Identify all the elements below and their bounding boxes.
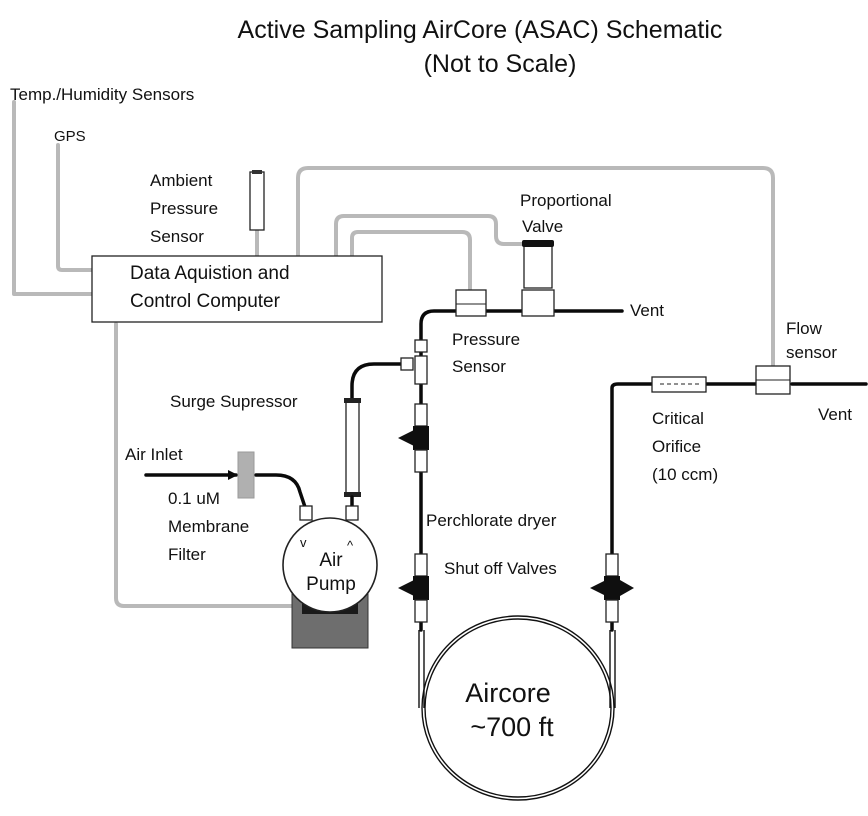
line-right-vertical (610, 382, 654, 632)
shutoff-valve-left (398, 553, 429, 623)
surge-bottom-cap (344, 492, 361, 497)
shutoff-label: Shut off Valves (444, 559, 557, 578)
perchlorate-label: Perchlorate dryer (426, 511, 557, 530)
prop-valve-body (523, 243, 553, 289)
ambient-label-line2: Pressure (150, 199, 218, 218)
data-computer: Data Aquistion and Control Computer (91, 255, 383, 323)
pressure-sensor (455, 289, 487, 317)
signal-wires (12, 100, 775, 608)
orifice-body (651, 376, 707, 393)
line-filter-pump (254, 473, 308, 512)
proportional-valve (521, 240, 555, 317)
aircore-length-label: ~700 ft (470, 712, 554, 742)
pressure-sensor-body (455, 289, 487, 317)
ambient-label-line3: Sensor (150, 227, 204, 246)
wire-temp-humidity (12, 100, 94, 296)
air-pump: v ^ Air Pump (282, 505, 378, 649)
shutoff-right-fitting-top (605, 553, 619, 577)
air-inlet-label: Air Inlet (125, 445, 183, 464)
flow-sensor (755, 365, 791, 395)
aircore-coil: Aircore ~700 ft (418, 615, 616, 801)
line-junction-pressure (419, 309, 458, 354)
dryer-fitting-bottom (414, 449, 428, 473)
wire-flow-sensor (296, 166, 775, 368)
ambient-sensor-cap (252, 170, 262, 174)
flow-sensor-label-line1: Flow (786, 319, 823, 338)
pump-head (282, 517, 378, 613)
prop-valve-label-line2: Valve (522, 217, 563, 236)
shutoff-left-body (413, 576, 429, 600)
wire-pressure-sensor (350, 230, 472, 292)
diagram-title-line1: Active Sampling AirCore (ASAC) Schematic (238, 16, 723, 44)
wire-prop-valve (334, 214, 528, 258)
shutoff-left-handle (398, 580, 414, 596)
pressure-sensor-label-line2: Sensor (452, 357, 506, 376)
gps-label: GPS (54, 128, 86, 145)
shutoff-left-fitting-bottom (414, 599, 428, 623)
prop-valve-base (521, 289, 555, 317)
pump-outlet-mark: ^ (347, 538, 354, 553)
computer-box (91, 255, 383, 323)
pump-label-line2: Pump (306, 574, 356, 595)
dryer-fitting-top (414, 403, 428, 427)
orifice-label-line1: Critical (652, 409, 704, 428)
shutoff-right-body (604, 576, 620, 600)
pump-label-line1: Air (319, 550, 343, 571)
filter-label-line3: Filter (168, 545, 206, 564)
orifice-label-line2: Orifice (652, 437, 701, 456)
pump-inlet-port (299, 505, 313, 521)
pump-outlet-port (345, 505, 359, 521)
ambient-sensor-body (249, 171, 265, 231)
surge-tube (345, 399, 360, 495)
temp-humidity-label: Temp./Humidity Sensors (10, 85, 194, 104)
wire-gps (56, 143, 94, 272)
computer-label-line2: Control Computer (130, 291, 281, 312)
flow-sensor-label-line2: sensor (786, 343, 837, 362)
perchlorate-dryer-valve (398, 403, 429, 473)
prop-valve-label-line1: Proportional (520, 191, 612, 210)
ambient-pressure-sensor (249, 170, 265, 231)
critical-orifice (651, 376, 707, 393)
surge-label: Surge Supressor (170, 392, 298, 411)
wire-computer-pump (114, 322, 302, 608)
dryer-valve-body (413, 426, 429, 450)
shutoff-right-handle (590, 580, 606, 596)
ambient-label-line1: Ambient (150, 171, 213, 190)
coil-loop-inner (424, 618, 612, 798)
aircore-label: Aircore (465, 678, 551, 708)
surge-suppressor (344, 398, 361, 512)
shutoff-left-fitting-top (414, 553, 428, 577)
coil-loop-outer (421, 615, 615, 801)
pump-inlet-mark: v (300, 535, 307, 550)
membrane-filter (237, 451, 255, 499)
computer-label-line1: Data Aquistion and (130, 263, 290, 284)
shutoff-right-fitting-bottom (605, 599, 619, 623)
tee-body (414, 355, 428, 385)
orifice-label-line3: (10 ccm) (652, 465, 718, 484)
filter-label-line1: 0.1 uM (168, 489, 220, 508)
filter-label-line2: Membrane (168, 517, 249, 536)
dryer-valve-handle (398, 430, 414, 446)
tee-junction (400, 339, 428, 385)
tee-side-fitting (400, 357, 414, 371)
pressure-sensor-label-line1: Pressure (452, 330, 520, 349)
surge-top-cap (344, 398, 361, 403)
diagram-title-line2: (Not to Scale) (424, 50, 577, 78)
tee-top-fitting (414, 339, 428, 353)
shutoff-valve-right (590, 553, 634, 623)
shutoff-right-handle-b (620, 580, 634, 596)
line-surge-junction (350, 362, 404, 402)
vent-top-label: Vent (630, 301, 664, 320)
prop-valve-top (522, 240, 554, 247)
vent-right-label: Vent (818, 405, 852, 424)
